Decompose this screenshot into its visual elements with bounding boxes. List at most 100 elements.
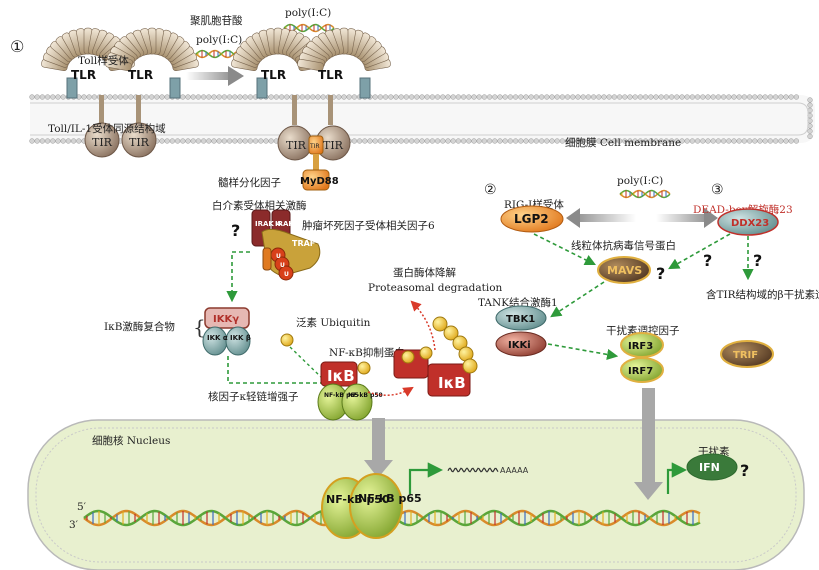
nfkb-dna-bound <box>321 473 403 539</box>
degradation-cn-label: 蛋白酶体降解 <box>393 266 456 279</box>
arrow-ddx23-to-mavs <box>668 233 731 270</box>
arrow-traf6-to-ikk <box>226 251 250 303</box>
irak-traf6-complex <box>251 209 321 281</box>
ifn-node <box>686 453 738 481</box>
pathway-2-marker: ② <box>484 182 497 198</box>
tlr-dimer-active <box>231 27 391 191</box>
arrow-ikk-to-ikb <box>227 356 341 389</box>
polyic-to-ddx23-arrow <box>656 208 718 228</box>
tlr-right-1: TLR <box>261 68 286 82</box>
ikb-degraded <box>393 316 478 397</box>
ikk-complex-cn-label: IκB激酶复合物 <box>104 320 175 333</box>
pathway-1-marker: ① <box>10 37 24 56</box>
ubiquitin-tag-3: U <box>284 271 289 278</box>
arrow-ikb-to-degradation <box>367 386 414 397</box>
ifn-label: IFN <box>699 461 720 474</box>
ikki-label: IKKi <box>508 340 531 351</box>
polyic-label-right: poly(I:C) <box>285 7 331 19</box>
trif-node <box>720 340 774 368</box>
nfkb-p50-label-line1: NF-kB p50 <box>326 493 390 506</box>
polyic-label-mid: poly(I:C) <box>617 175 663 187</box>
nfkb-translocation-arrow <box>364 418 393 478</box>
tlr-left-2: TLR <box>128 68 153 82</box>
unknown-ddx23-mavs: ? <box>703 251 712 270</box>
tlr-right-2: TLR <box>318 68 343 82</box>
irak1-label: IRAK 1 <box>275 220 301 228</box>
ikki-node <box>495 331 547 357</box>
nfkb-p65-small: NF-kB p65 <box>324 392 359 399</box>
myd88-tir-label: TIR <box>309 143 320 150</box>
trif-cn-label: 含TIR结构域的β干扰素适导适配蛋白 <box>706 288 819 301</box>
ubiquitin-icon <box>280 333 294 347</box>
ubiquitin-tag-2: U <box>280 262 285 269</box>
mavs-cn-label: 线粒体抗病毒信号蛋白 <box>571 239 676 252</box>
nucleus <box>27 419 805 570</box>
irak4-label: IRAK 4 <box>255 220 281 228</box>
lgp2-label: LGP2 <box>514 212 549 226</box>
irf7-node <box>620 357 664 383</box>
arrow-mavs-to-tbk1 <box>550 281 605 318</box>
tbk1-node <box>495 305 547 331</box>
ikkg-label: IKKγ <box>213 314 239 325</box>
traf6-label: TRAF 6 <box>292 239 324 248</box>
nfkb-cn-label: 核因子κ轻链增强子 <box>208 390 299 403</box>
degradation-en-label: Proteasomal degradation <box>368 282 503 294</box>
irf-translocation-arrow <box>634 388 663 500</box>
ddx23-node <box>717 208 779 236</box>
ikb-nfkb-complex <box>317 361 373 421</box>
unknown-ddx23-trif: ? <box>753 251 762 270</box>
myd88-cn-label: 髓样分化因子 <box>218 176 281 189</box>
unknown-irak: ? <box>231 221 240 240</box>
arrow-ubiquitin-to-ikb <box>289 346 323 379</box>
myd88-label: MyD88 <box>300 176 339 187</box>
polyic-label-left: poly(I:C) <box>196 34 242 46</box>
tlr-receptor-label: Toll样受体 <box>78 54 129 67</box>
dna-3prime-label: 3′ <box>69 519 79 531</box>
mrna-polya: AAAAA <box>500 466 529 475</box>
tlr-dimer-inactive <box>41 27 199 158</box>
tbk1-cn-label: TANK结合激酶1 <box>478 296 558 309</box>
ubiquitin-tag-1: U <box>276 253 281 260</box>
ikkb-label: IKK β <box>230 334 251 342</box>
transcription-arrow-ifn <box>666 462 688 494</box>
ikk-brace: { <box>193 315 206 339</box>
arrow-proteasome <box>410 300 436 351</box>
irf7-label: IRF7 <box>628 366 653 377</box>
tir-left-2: TIR <box>129 136 150 149</box>
nfkb-p50-small: NF-kB p50 <box>348 392 383 399</box>
ikk-complex <box>202 307 251 356</box>
ddx23-label: DDX23 <box>731 218 769 229</box>
lgp2-node <box>500 205 564 233</box>
polyic-cn-label: 聚肌胞苷酸 <box>190 14 243 27</box>
tir-domain-label: Toll/IL-1受体同源结构域 <box>48 122 166 135</box>
ikb-label: IκB <box>327 367 355 385</box>
unknown-ifn: ? <box>740 461 749 480</box>
activation-arrow <box>186 66 244 86</box>
tbk1-label: TBK1 <box>506 314 535 325</box>
arrow-ikki-to-irf <box>547 343 619 360</box>
ikka-label: IKK α <box>207 334 228 342</box>
ikb-cn-label: NF-κB抑制蛋白 <box>329 346 405 359</box>
mavs-node <box>597 256 651 284</box>
tir-right-1: TIR <box>286 139 307 152</box>
irf-cn-label: 干扰素调控因子 <box>606 324 680 337</box>
ubiquitin-label: 泛素 Ubiquitin <box>296 316 371 329</box>
mavs-label: MAVS <box>607 264 642 277</box>
tir-left-1: TIR <box>92 136 113 149</box>
dna-5prime-label: 5′ <box>77 501 87 513</box>
polyic-to-lgp2-arrow <box>566 208 636 228</box>
tlr-left-1: TLR <box>71 68 96 82</box>
ikb-degraded-label: IκB <box>438 374 466 392</box>
irak-cn-label: 白介素受体相关激酶 <box>212 199 307 212</box>
nfkb-p65-label-line1: NF-kB p65 <box>358 492 422 505</box>
trif-label: TRIF <box>733 350 758 361</box>
traf6-cn-label: 肿瘤坏死因子受体相关因子6 <box>302 219 435 232</box>
mrna-strand <box>447 467 499 473</box>
polyic-rna-mid <box>619 189 671 199</box>
irf3-label: IRF3 <box>628 341 653 352</box>
nucleus-label: 细胞核 Nucleus <box>92 434 170 447</box>
tir-right-2: TIR <box>323 139 344 152</box>
cell-membrane-label: 细胞膜 Cell membrane <box>565 136 681 149</box>
pathway-3-marker: ③ <box>711 182 724 198</box>
